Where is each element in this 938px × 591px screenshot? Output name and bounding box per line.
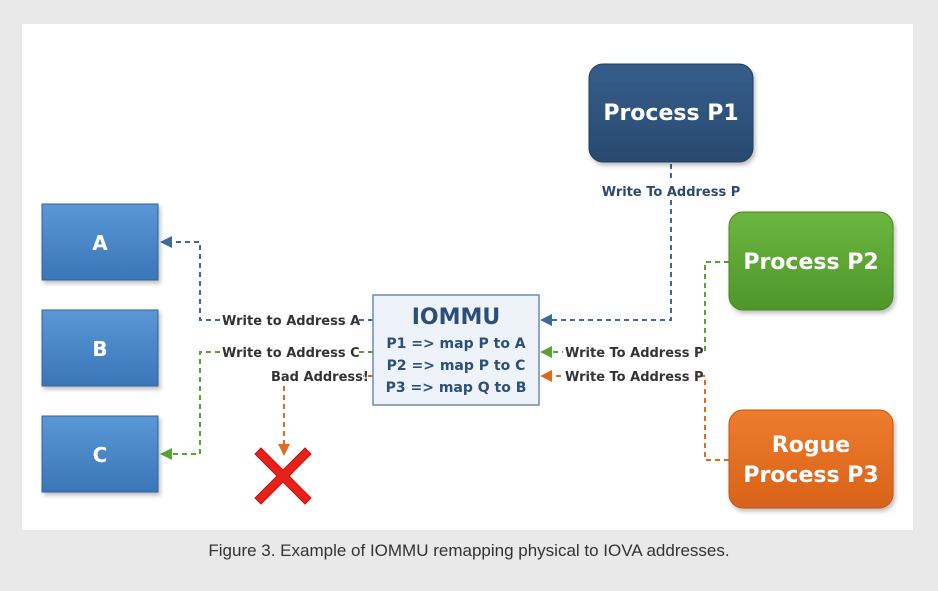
x-mark-icon bbox=[254, 447, 312, 505]
p3-arrowhead bbox=[540, 370, 552, 382]
iommu-title: IOMMU bbox=[412, 305, 501, 330]
p2-arrowhead bbox=[540, 346, 552, 358]
memory-block-b bbox=[41, 309, 159, 387]
iommu-mapping-3: P3 => map Q to B bbox=[386, 380, 527, 396]
memory-block-c bbox=[41, 415, 159, 493]
p3-write-label: Write To Address P bbox=[565, 370, 704, 385]
bad-arrowhead bbox=[278, 444, 290, 456]
a-arrowhead bbox=[160, 236, 172, 248]
p1-write-label: Write To Address P bbox=[602, 185, 741, 200]
process-p2-label: Process P2 bbox=[743, 250, 878, 275]
memory-block-c-label: C bbox=[93, 443, 108, 467]
memory-block-a-label: A bbox=[92, 231, 108, 255]
process-p2-box bbox=[728, 211, 894, 311]
p1-arrowhead bbox=[540, 314, 552, 326]
write-to-c-label: Write to Address C bbox=[222, 346, 360, 361]
p3-to-iommu-line bbox=[552, 375, 729, 461]
bad-address-label: Bad Address! bbox=[271, 370, 369, 385]
iommu-to-c-line bbox=[172, 351, 373, 455]
iommu-mapping-1: P1 => map P to A bbox=[386, 336, 525, 352]
process-p3-label-line2: Process P3 bbox=[743, 463, 878, 488]
c-arrowhead bbox=[160, 448, 172, 460]
p2-write-label: Write To Address P bbox=[565, 346, 704, 361]
memory-block-b-label: B bbox=[92, 337, 107, 361]
iommu-to-a-line bbox=[172, 241, 373, 321]
iommu-box bbox=[372, 294, 540, 406]
memory-block-a bbox=[41, 203, 159, 281]
diagram-panel: Write To Address P Write To Address P Wr… bbox=[22, 24, 913, 530]
iommu-mapping-2: P2 => map P to C bbox=[387, 358, 526, 374]
process-p3-box bbox=[728, 409, 894, 509]
process-p1-label: Process P1 bbox=[603, 101, 738, 126]
write-to-a-label: Write to Address A bbox=[222, 314, 360, 329]
figure-caption: Figure 3. Example of IOMMU remapping phy… bbox=[208, 541, 730, 560]
iommu-diagram: Write To Address P Write To Address P Wr… bbox=[41, 63, 894, 509]
bad-address-line bbox=[283, 375, 373, 444]
p2-to-iommu-line bbox=[552, 261, 729, 353]
p1-to-iommu-line bbox=[552, 164, 672, 321]
process-p3-label-line1: Rogue bbox=[772, 433, 850, 458]
process-p1-box bbox=[588, 63, 754, 163]
